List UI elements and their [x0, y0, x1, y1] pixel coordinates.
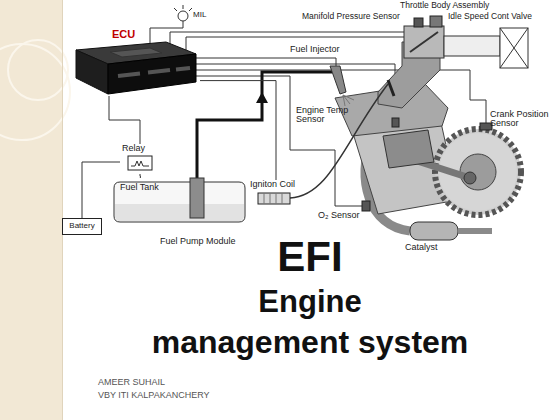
part-label: Crank Position Sensor — [490, 110, 554, 129]
fuel-injector — [330, 66, 346, 94]
part-label: Catalyst — [405, 243, 438, 252]
spark-plug — [388, 80, 394, 96]
air-filter — [500, 28, 528, 68]
o2-sensor — [362, 201, 370, 211]
ignition-coil: Igniton Coil — [250, 180, 302, 208]
part-label: Manifold Pressure Sensor — [302, 12, 400, 21]
piston — [383, 130, 434, 168]
heading-line: management system — [152, 326, 469, 360]
ht-lead — [290, 84, 388, 198]
node-label: Igniton Coil — [250, 180, 295, 189]
part-label: Engine Temp Sensor — [296, 106, 352, 125]
ecu-connector — [118, 68, 190, 76]
node-label: ECU — [112, 29, 135, 40]
part-label: O₂ Sensor — [318, 211, 360, 220]
part-label: Idle Speed Cont Valve — [448, 12, 532, 21]
wire-connector — [140, 174, 141, 178]
fuel-spray — [343, 95, 354, 106]
throttle-body — [404, 26, 444, 58]
author-institute: VBY ITI KALPAKANCHERY — [98, 391, 210, 400]
node-label: Battery — [62, 222, 102, 230]
relay-coil — [131, 161, 149, 166]
temp-sensor — [392, 118, 399, 127]
flow-arrow — [256, 92, 268, 103]
ecu-front — [108, 54, 196, 94]
idle-valve — [430, 16, 442, 27]
throttle-plate — [410, 32, 438, 52]
air-duct — [444, 36, 500, 56]
part-label: Fuel Injector — [290, 45, 340, 54]
signal-wire — [196, 58, 336, 66]
band-edge — [62, 0, 63, 420]
coil-body — [258, 193, 290, 204]
lamp-rays — [174, 5, 192, 11]
node-label: Relay — [122, 144, 145, 153]
coil-winding — [264, 193, 282, 204]
relay-box: Relay — [120, 144, 160, 174]
mil-lamp — [178, 11, 188, 21]
fuel-pump — [190, 178, 204, 218]
tail-pipe — [458, 228, 492, 234]
heading-line: Engine — [258, 286, 361, 319]
wire-connector — [109, 96, 140, 144]
part-label: Fuel Pump Module — [160, 237, 236, 246]
battery-box: Battery — [62, 218, 102, 235]
wire-connector — [200, 81, 276, 180]
filter-cross — [500, 28, 528, 68]
catalyst-body — [410, 222, 458, 240]
title-text: EFI — [277, 236, 342, 278]
part-label: Throttle Body Assembly — [400, 1, 489, 10]
pressure-sensor — [414, 18, 423, 27]
crank-pin — [464, 172, 476, 184]
battery-outline — [63, 219, 102, 235]
ecu-plate — [110, 48, 162, 57]
tank-outline — [114, 182, 245, 222]
decor-circle — [8, 40, 68, 100]
ecu-side — [76, 50, 108, 94]
crank-hub — [460, 154, 496, 190]
author-name: AMEER SUHAIL — [98, 378, 165, 387]
relay-outline — [128, 156, 152, 170]
fuel-tank: Fuel Tank — [112, 178, 247, 224]
node-label: Fuel Tank — [120, 183, 159, 192]
fuel-level — [115, 204, 244, 221]
fuel-line — [197, 72, 332, 180]
lamp-label: MIL — [193, 11, 206, 19]
ecu-unit: ECU — [70, 26, 200, 96]
